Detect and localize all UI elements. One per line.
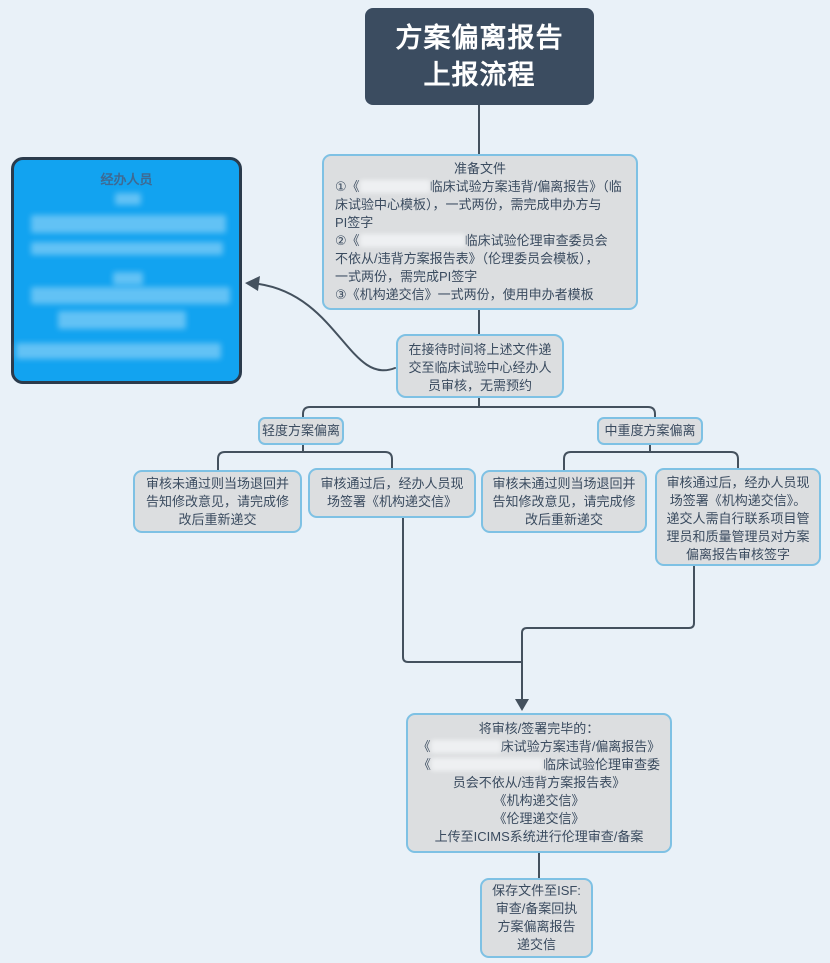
connector-submit-to-staff-curve — [258, 283, 396, 372]
mild-fail-line-2: 告知修改意见，请完成修 — [145, 494, 289, 509]
staff-contact-box: 经办人员 — [11, 157, 242, 384]
severe-pass-line-5: 偏离报告审核签字 — [685, 547, 790, 562]
moderate-severe-deviation-text: 中重度方案偏离 — [604, 423, 696, 438]
upload-doc-4: 《伦理递交信》 — [493, 811, 585, 826]
label-mild-deviation: 轻度方案偏离 — [258, 417, 344, 445]
redacted-text — [31, 215, 226, 233]
severe-fail-line-2: 告知修改意见，请完成修 — [492, 494, 636, 509]
save-line-2: 审查/备案回执 — [495, 901, 578, 916]
redacted-text — [58, 311, 186, 329]
prepare-line-3: PI签字 — [335, 215, 374, 230]
staff-box-header: 经办人员 — [100, 172, 153, 187]
mild-pass-line-2: 场签署《机构递交信》 — [326, 494, 457, 509]
redacted-text — [115, 193, 141, 205]
prepare-box-header: 准备文件 — [453, 161, 506, 176]
severe-pass-line-2: 场签署《机构递交信》。 — [669, 493, 807, 508]
mild-fail-line-1: 审核未通过则当场退回并 — [145, 476, 289, 491]
severe-pass-line-3: 递交人需自行联系项目管 — [666, 511, 810, 526]
severe-review-pass-box: 审核通过后，经办人员现 场签署《机构递交信》。 递交人需自行联系项目管 理员和质… — [655, 468, 821, 566]
save-line-1: 保存文件至ISF: — [492, 883, 581, 898]
title-line-1: 方案偏离报告 — [395, 22, 564, 53]
prepare-line-2: 床试验中心模板），一式两份，需完成申办方与 — [335, 197, 602, 212]
connector-right-pass-to-merge — [521, 565, 695, 704]
mild-fail-line-3: 改后重新递交 — [178, 512, 257, 527]
save-to-isf-box: 保存文件至ISF: 审查/备案回执 方案偏离报告 递交信 — [480, 878, 593, 958]
redacted-text — [430, 740, 501, 753]
label-moderate-severe-deviation: 中重度方案偏离 — [597, 417, 703, 445]
prepare-documents-box: 准备文件 ①《临床试验方案违背/偏离报告》（临 床试验中心模板），一式两份，需完… — [322, 154, 638, 310]
submit-line-2: 交至临床试验中心经办人 — [408, 360, 552, 375]
arrow-left-icon — [245, 276, 260, 291]
save-line-3: 方案偏离报告 — [497, 919, 576, 934]
severe-review-fail-box: 审核未通过则当场退回并 告知修改意见，请完成修 改后重新递交 — [481, 470, 647, 533]
redacted-text — [359, 180, 430, 193]
mild-review-pass-box: 审核通过后，经办人员现 场签署《机构递交信》 — [308, 468, 476, 518]
connector-left-pass-to-merge — [402, 517, 523, 663]
prepare-line-5: 不依从/违背方案报告表》（伦理委员会模板）， — [335, 251, 599, 266]
severe-pass-line-4: 理员和质量管理员对方案 — [666, 529, 810, 544]
save-line-4: 递交信 — [516, 937, 556, 952]
prepare-line-6: 一式两份，需完成PI签字 — [335, 269, 478, 284]
submit-line-1: 在接待时间将上述文件递 — [408, 342, 552, 357]
upload-header: 将审核/签署完毕的： — [478, 721, 600, 736]
upload-doc-3: 《机构递交信》 — [493, 793, 585, 808]
mild-pass-line-1: 审核通过后，经办人员现 — [320, 476, 464, 491]
severe-fail-line-1: 审核未通过则当场退回并 — [492, 476, 636, 491]
arrow-down-icon — [515, 699, 529, 711]
redacted-text — [31, 287, 230, 304]
upload-doc-1: 《床试验方案违背/偏离报告》 — [417, 739, 661, 754]
submit-at-reception-box: 在接待时间将上述文件递 交至临床试验中心经办人 员审核，无需预约 — [396, 334, 564, 398]
connector-right-bracket — [563, 451, 739, 471]
submit-line-3: 员审核，无需预约 — [427, 378, 532, 393]
upload-doc-2: 《临床试验伦理审查委 — [417, 757, 661, 772]
connector-branch-bracket — [302, 406, 656, 418]
redacted-text — [31, 242, 223, 255]
upload-footer: 上传至ICIMS系统进行伦理审查/备案 — [434, 829, 644, 844]
mild-deviation-text: 轻度方案偏离 — [261, 423, 340, 438]
prepare-line-7: ③《机构递交信》一式两份，使用申办者模板 — [335, 287, 594, 302]
prepare-line-4: ②《临床试验伦理审查委员会 — [335, 233, 608, 248]
title-line-2: 上报流程 — [423, 59, 536, 90]
mild-review-fail-box: 审核未通过则当场退回并 告知修改意见，请完成修 改后重新递交 — [133, 470, 302, 533]
flowchart-title: 方案偏离报告 上报流程 — [365, 8, 594, 105]
severe-fail-line-3: 改后重新递交 — [524, 512, 603, 527]
redacted-text — [16, 343, 221, 359]
redacted-text — [113, 272, 143, 285]
upload-to-icims-box: 将审核/签署完毕的： 《床试验方案违背/偏离报告》 《临床试验伦理审查委 员会不… — [406, 713, 672, 853]
connector-left-bracket — [217, 451, 393, 471]
prepare-line-1: ①《临床试验方案违背/偏离报告》（临 — [335, 179, 622, 194]
severe-pass-line-1: 审核通过后，经办人员现 — [666, 475, 810, 490]
redacted-text — [431, 758, 543, 771]
redacted-text — [359, 234, 465, 247]
upload-doc-2-wrap: 员会不依从/违背方案报告表》 — [452, 775, 626, 790]
